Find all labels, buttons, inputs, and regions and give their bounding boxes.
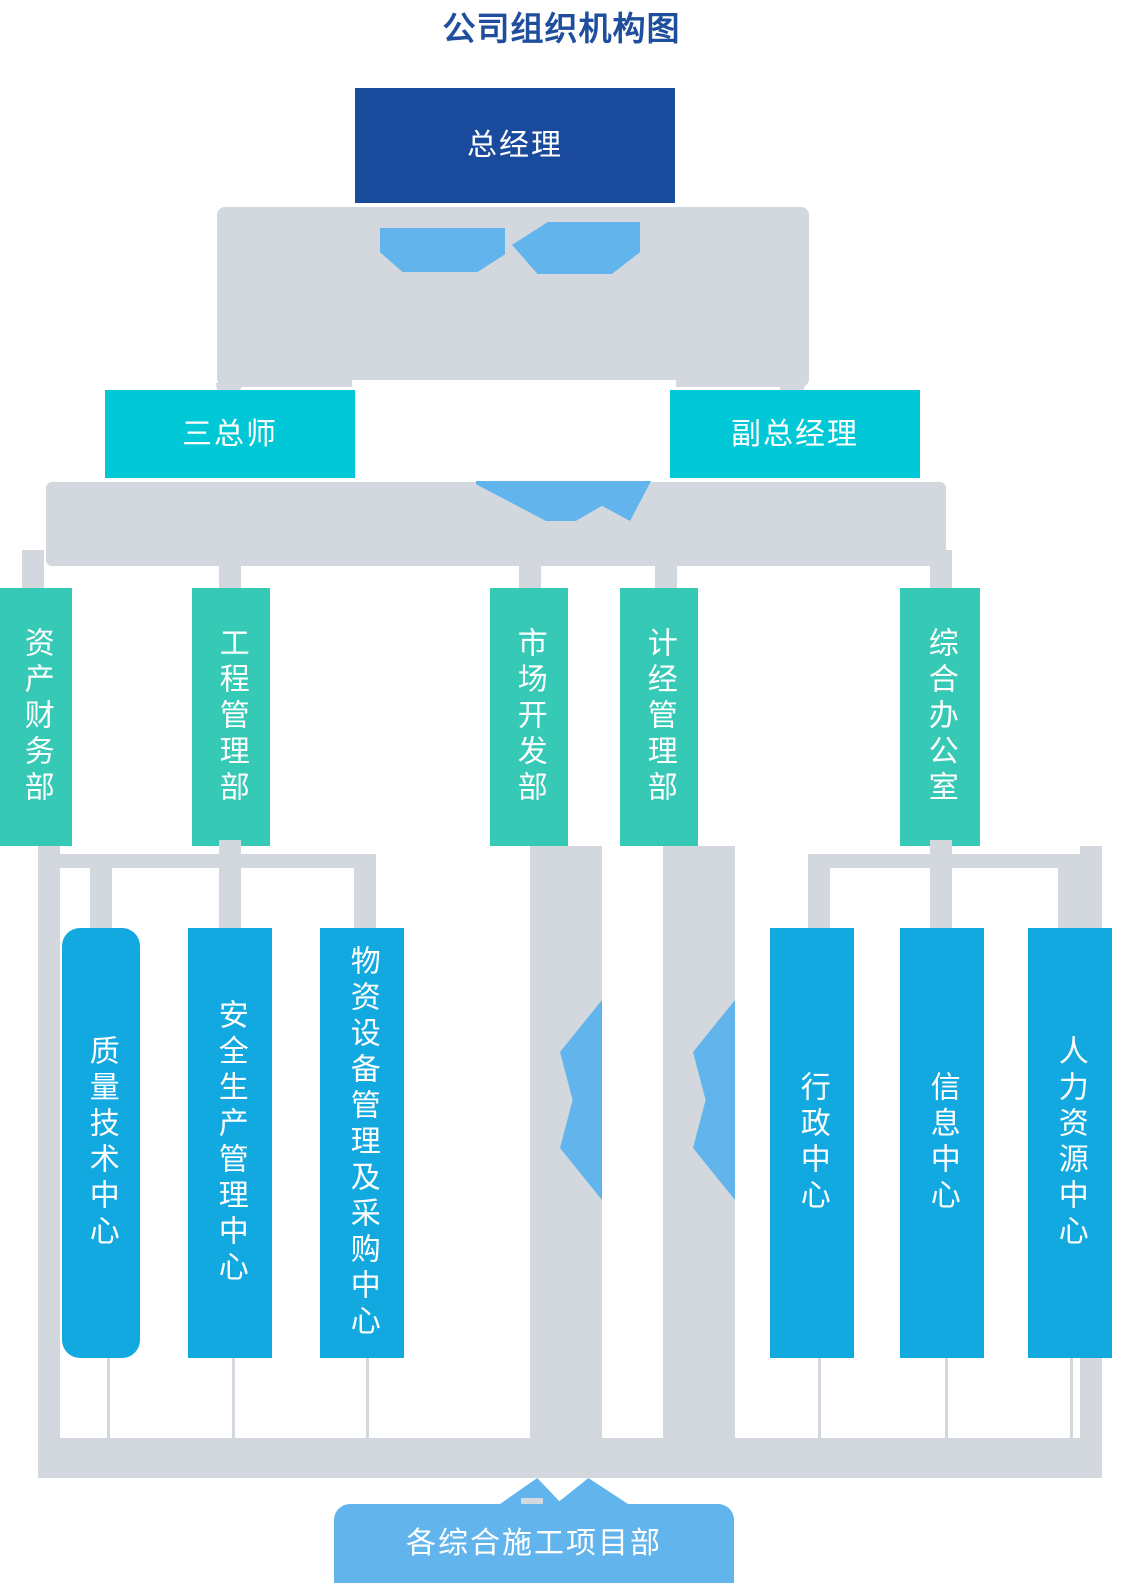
node-label: 副总经理 bbox=[731, 417, 859, 451]
node-three-chief-engineers[interactable]: 三总师 bbox=[105, 390, 355, 478]
node-administration-center[interactable]: 行政中心 bbox=[770, 928, 854, 1358]
node-label: 行政中心 bbox=[795, 1071, 829, 1215]
rail-drop-center-materials bbox=[354, 854, 376, 932]
page-title: 公司组织机构图 bbox=[442, 10, 681, 47]
node-label: 人力资源中心 bbox=[1053, 1035, 1087, 1251]
node-label: 总经理 bbox=[467, 129, 563, 162]
node-label: 三总师 bbox=[182, 417, 278, 451]
node-market-development-dept[interactable]: 市场开发部 bbox=[490, 588, 568, 846]
node-deputy-general-manager[interactable]: 副总经理 bbox=[670, 390, 920, 478]
node-general-manager[interactable]: 总经理 bbox=[355, 88, 675, 203]
rail-drop-center-admin bbox=[808, 854, 830, 932]
connector-l2-l3-slab bbox=[46, 482, 946, 566]
rail-drop-center-safety bbox=[219, 854, 241, 932]
node-asset-finance-dept[interactable]: 资产财务部 bbox=[0, 588, 72, 846]
node-label: 质量技术中心 bbox=[84, 1035, 118, 1251]
comb-tooth-3 bbox=[366, 1358, 369, 1440]
node-label: 安全生产管理中心 bbox=[213, 999, 247, 1287]
accent-peak-right bbox=[556, 1478, 628, 1504]
node-label: 综合办公室 bbox=[923, 627, 957, 807]
node-planning-economy-management-dept[interactable]: 计经管理部 bbox=[620, 588, 698, 846]
comb-tooth-2 bbox=[232, 1358, 235, 1440]
node-safety-production-management-center[interactable]: 安全生产管理中心 bbox=[188, 928, 272, 1358]
node-materials-equipment-procurement-center[interactable]: 物资设备管理及采购中心 bbox=[320, 928, 404, 1358]
node-label: 计经管理部 bbox=[642, 627, 676, 807]
rail-drop-center-information bbox=[930, 854, 952, 932]
comb-tooth-6 bbox=[1070, 1358, 1073, 1440]
rail-drop-center-quality bbox=[90, 854, 112, 932]
connector-l1-l2-slab bbox=[217, 207, 809, 387]
node-label: 工程管理部 bbox=[214, 627, 248, 807]
node-label: 物资设备管理及采购中心 bbox=[345, 945, 379, 1341]
comb-tooth-1 bbox=[107, 1358, 110, 1440]
rail-l3-l4-left-horizontal bbox=[38, 854, 376, 868]
node-engineering-management-dept[interactable]: 工程管理部 bbox=[192, 588, 270, 846]
node-general-office[interactable]: 综合办公室 bbox=[900, 588, 980, 846]
node-comprehensive-construction-project-departments[interactable]: 各综合施工项目部 bbox=[334, 1504, 734, 1583]
connector-l1-l2-cutout-center bbox=[352, 380, 676, 392]
node-human-resources-center[interactable]: 人力资源中心 bbox=[1028, 928, 1112, 1358]
node-label: 市场开发部 bbox=[512, 627, 546, 807]
rail-left-outer-vertical bbox=[38, 846, 60, 1466]
comb-tooth-4 bbox=[818, 1358, 821, 1440]
comb-tooth-5 bbox=[945, 1358, 948, 1440]
node-label: 信息中心 bbox=[925, 1071, 959, 1215]
node-label: 各综合施工项目部 bbox=[406, 1527, 662, 1560]
node-quality-technology-center[interactable]: 质量技术中心 bbox=[62, 928, 140, 1358]
accent-bowtie-left bbox=[380, 228, 505, 272]
rail-drop-center-hr bbox=[1058, 854, 1080, 932]
node-label: 资产财务部 bbox=[19, 627, 53, 807]
node-information-center[interactable]: 信息中心 bbox=[900, 928, 984, 1358]
bottom-bus-bar bbox=[38, 1438, 1102, 1478]
